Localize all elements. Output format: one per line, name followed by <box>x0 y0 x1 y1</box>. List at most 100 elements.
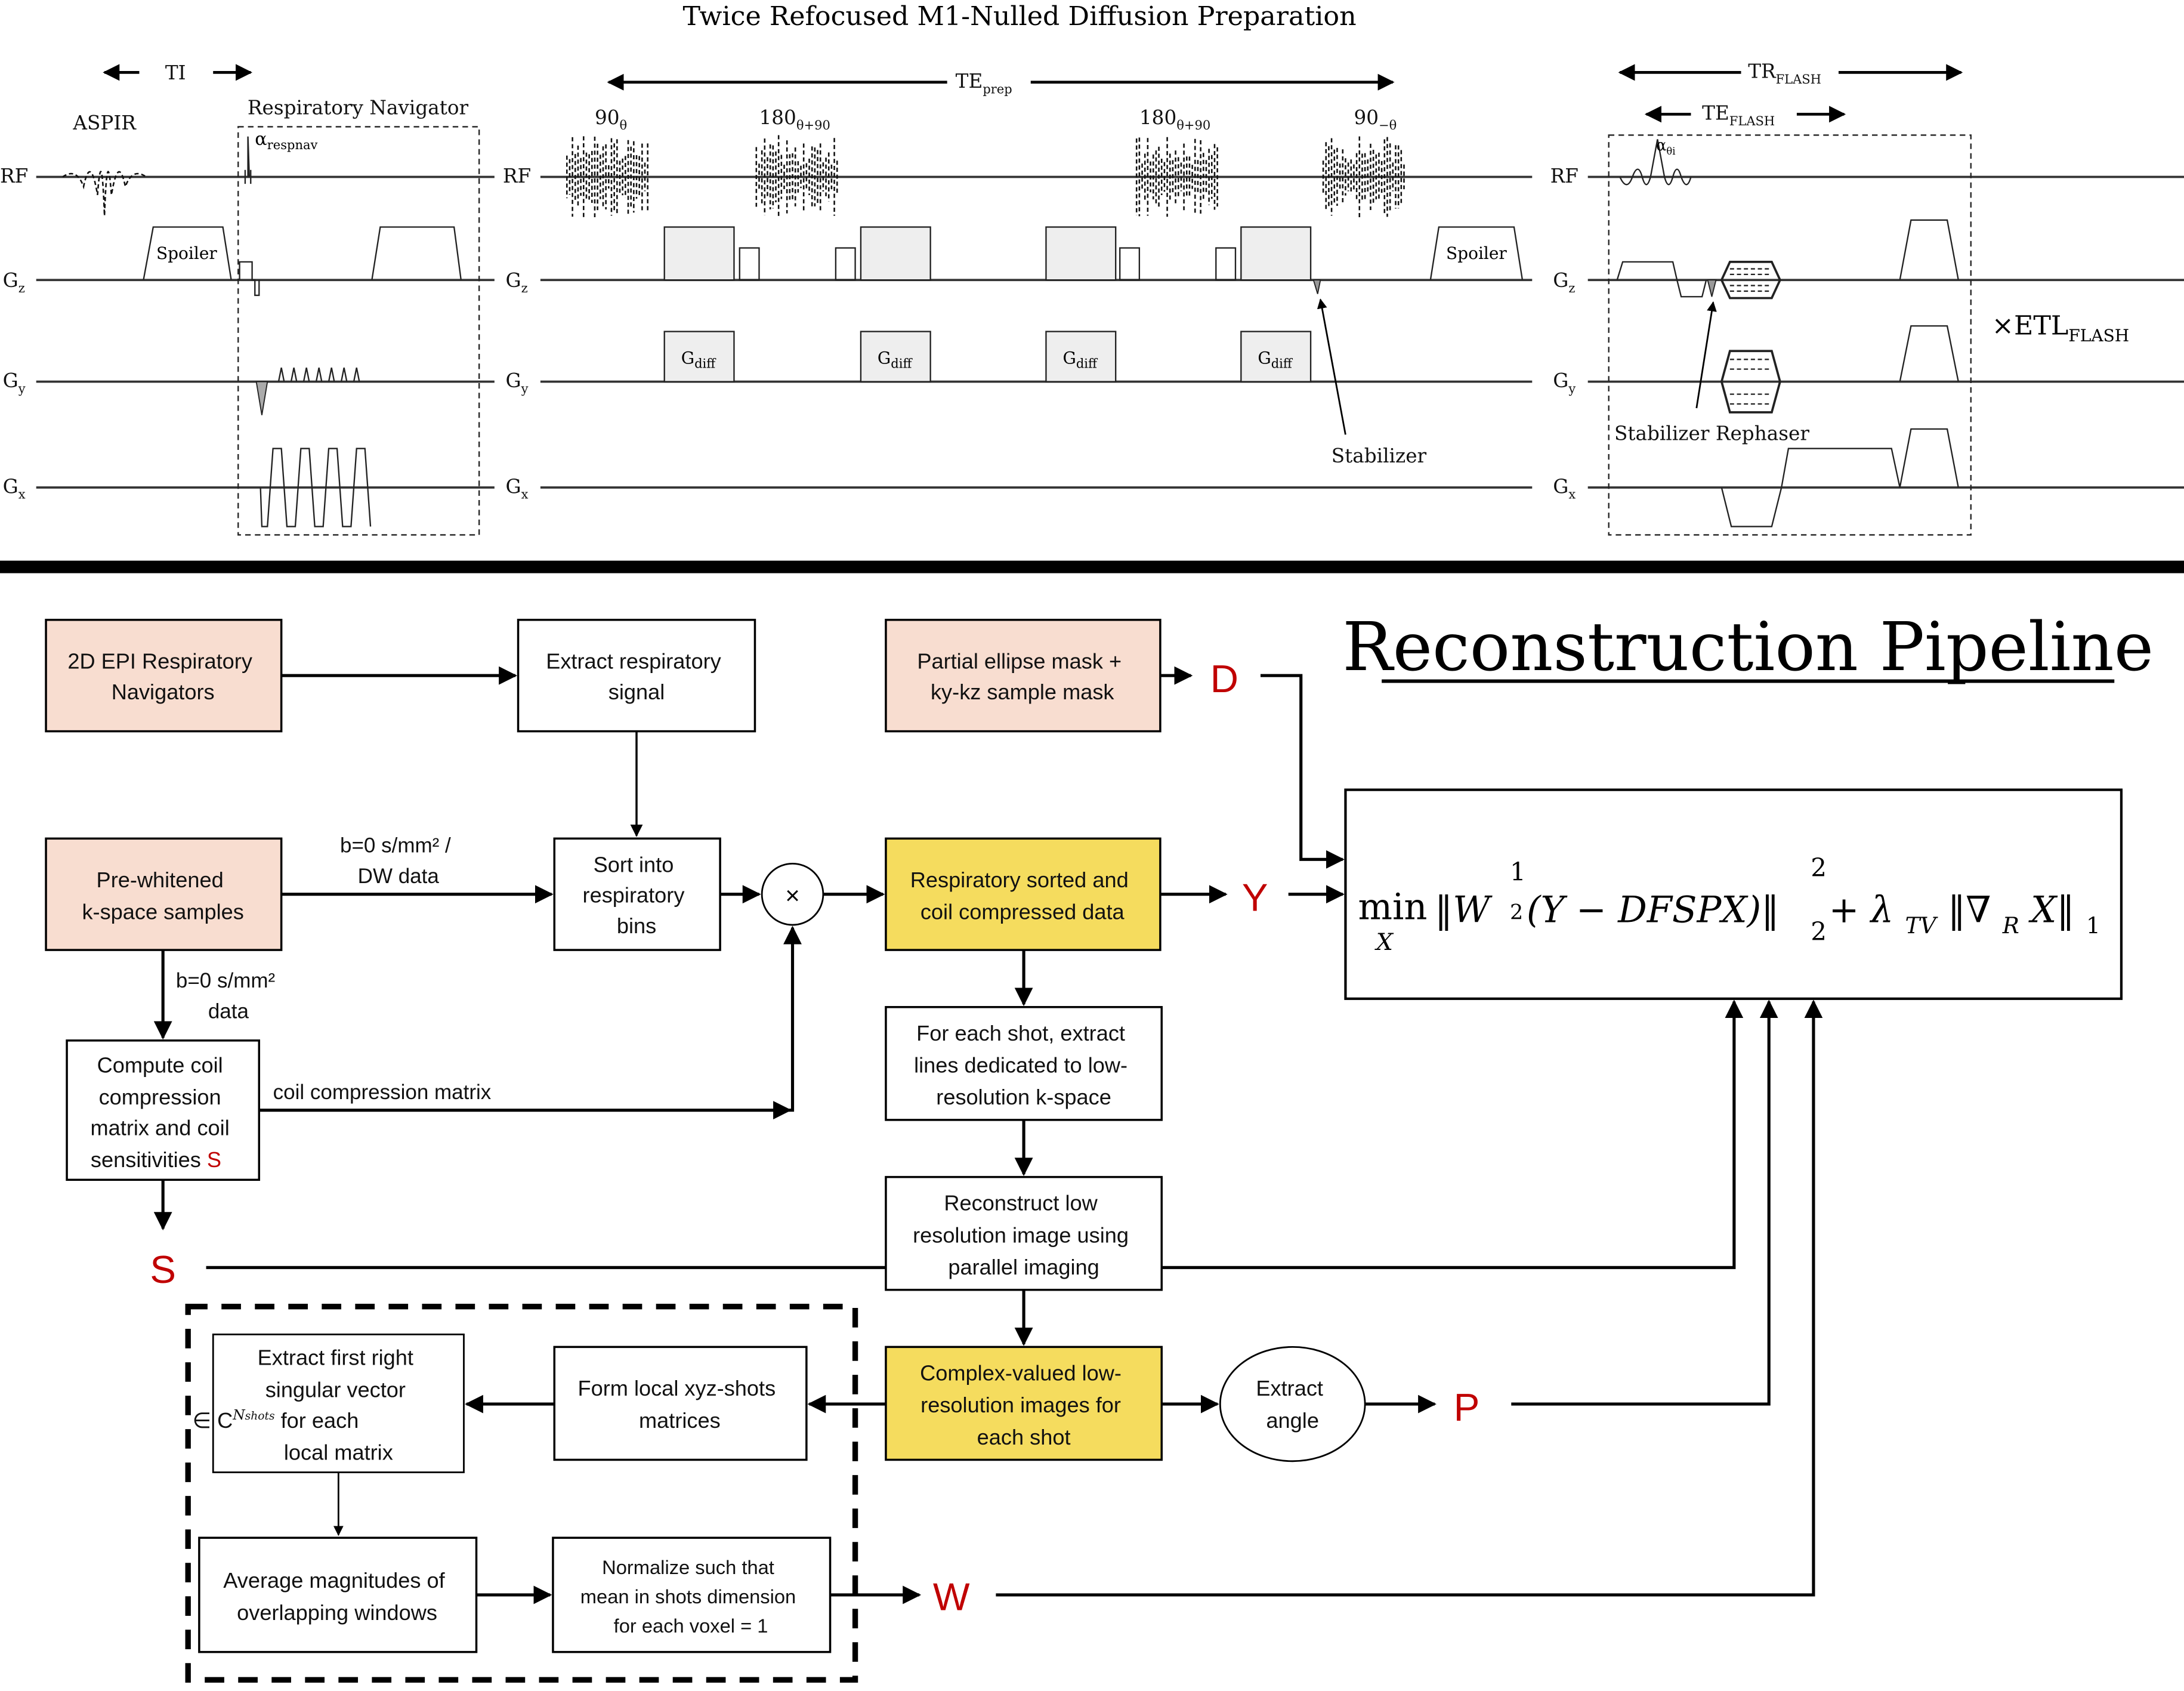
pulse-label-1: 90θ <box>595 106 627 132</box>
spoiler-label: Spoiler <box>156 243 217 263</box>
teprep-label: TEprep <box>956 70 1012 96</box>
box-reconstruct-low <box>885 1175 1163 1291</box>
axis-label-gy-3: Gy <box>1553 369 1576 396</box>
node-extract-angle-text: Extract angle <box>1256 1376 1329 1433</box>
axis-label-gx: Gx <box>3 475 26 501</box>
flash-gy-phase-encode <box>1720 350 1781 414</box>
box-complex-low-text: Complex-valued low- resolution images fo… <box>920 1360 1127 1449</box>
variable-d: D <box>1210 657 1238 701</box>
axis-label-gy-2: Gy <box>506 369 529 396</box>
box-normalize <box>552 1536 832 1653</box>
trflash-label: TRFLASH <box>1748 60 1821 87</box>
box-form-local <box>553 1346 808 1461</box>
panel3-axis-labels: RF Gz Gy Gx <box>1550 165 1578 502</box>
rf-pulses <box>566 135 1405 219</box>
crusher-gradient <box>371 226 462 280</box>
box-sort-bins <box>553 837 721 951</box>
variable-w: W <box>933 1575 970 1619</box>
objective-formula: min X ‖W 1 2 (Y − DFSPX)‖ 2 2 + λ TV ‖∇ … <box>1358 843 2100 959</box>
box-complex-low <box>885 1346 1163 1461</box>
respnav-pulse <box>244 136 252 184</box>
respnav-gz <box>239 261 260 297</box>
node-extract-angle <box>1219 1346 1366 1462</box>
axis-label-gz: Gz <box>3 269 25 295</box>
flash-gx-readout <box>1720 428 1959 527</box>
stabilizer-pointer <box>1317 298 1346 435</box>
rf-pulse-90-minus-theta <box>1322 136 1405 218</box>
box-normalize-text: Normalize such that mean in shots dimens… <box>580 1556 802 1637</box>
box-epi-navigators-text: 2D EPI Respiratory Navigators <box>67 649 258 704</box>
flash-gz-slice <box>1616 261 1707 298</box>
axis-label-gx-2: Gx <box>506 475 529 501</box>
gz-diffusion-gradients <box>663 226 1321 294</box>
stabilizer-rephaser-label: Stabilizer Rephaser <box>1614 422 1809 445</box>
gdiff-label-2: Gdiff <box>878 348 913 371</box>
panel2-axis-labels: RF Gz Gy Gx <box>503 165 531 502</box>
axis-label-rf-2: RF <box>503 165 531 187</box>
stabilizer-label: Stabilizer <box>1332 445 1427 467</box>
aspir-pulse <box>62 171 147 216</box>
flash-alpha: αθi <box>1656 137 1675 157</box>
connectors <box>153 666 1823 1604</box>
respnav-label: Respiratory Navigator <box>248 96 469 119</box>
box-mask-text: Partial ellipse mask + ky-kz sample mask <box>917 649 1127 704</box>
aspir-label: ASPIR <box>72 112 137 134</box>
box-extract-respiratory-text: Extract respiratory signal <box>546 649 727 704</box>
box-average-mag-text: Average magnitudes of overlapping window… <box>223 1568 450 1625</box>
teflash-label: TEFLASH <box>1702 102 1775 128</box>
ti-label: TI <box>165 61 186 84</box>
box-mask <box>885 619 1161 733</box>
flash-rf-pulse <box>1619 139 1692 186</box>
box-average-mag <box>198 1536 478 1653</box>
axis-label-rf: RF <box>0 165 28 187</box>
flash-gz-phase-encode <box>1720 261 1781 300</box>
flash-gy-spoiler <box>1899 325 1959 382</box>
box-coil-compression <box>66 1039 261 1181</box>
multiply-symbol: × <box>785 881 800 909</box>
rf-pulse-180-a <box>755 135 838 219</box>
edge-label-b0-data: b=0 s/mm² data <box>176 969 281 1023</box>
respnav-gy-blips <box>277 368 360 382</box>
box-coil-compression-text: Compute coil compression matrix and coil… <box>91 1053 236 1172</box>
pulse-label-2: 180θ+90 <box>759 106 830 132</box>
box-sort-bins-text: Sort into respiratory bins <box>583 852 691 938</box>
panel1-axis-labels: RF Gz Gy Gx <box>0 165 28 502</box>
edge-label-coil-matrix: coil compression matrix <box>273 1081 492 1104</box>
box-epi-navigators <box>45 619 283 733</box>
box-reconstruct-low-text: Reconstruct low resolution image using p… <box>913 1191 1135 1279</box>
rf-pulse-180-b <box>1135 137 1218 217</box>
etl-label: ×ETLFLASH <box>1992 310 2129 345</box>
box-extract-lines-text: For each shot, extract lines dedicated t… <box>914 1021 1133 1109</box>
box-prewhitened <box>45 837 283 951</box>
box-resp-sorted-text: Respiratory sorted and coil compressed d… <box>910 868 1135 924</box>
pulse-label-4: 90−θ <box>1354 106 1397 132</box>
respnav-alpha: αrespnav <box>255 129 317 152</box>
sequence-title: Twice Refocused M1-Nulled Diffusion Prep… <box>683 1 1357 32</box>
box-extract-lines <box>885 1006 1163 1121</box>
axis-label-rf-3: RF <box>1550 165 1578 187</box>
spoiler-gradient-2 <box>1429 226 1524 280</box>
respnav-gx-readout <box>260 448 372 527</box>
weights-dashed-region <box>185 1304 858 1683</box>
box-extract-svd-text: Extract first right singular vector ∈ CN… <box>193 1346 420 1465</box>
gdiff-label-3: Gdiff <box>1062 348 1098 371</box>
flash-stabilizer-rephaser <box>1707 279 1717 297</box>
flash-box <box>1608 134 1972 536</box>
rf-pulse-90-theta <box>566 136 648 218</box>
variable-p: P <box>1454 1385 1480 1429</box>
box-extract-respiratory <box>517 619 756 733</box>
spoiler-label-2: Spoiler <box>1446 243 1507 263</box>
spoiler-gradient <box>143 226 232 280</box>
box-prewhitened-text: Pre-whitened k-space samples <box>82 868 243 924</box>
axis-label-gx-3: Gx <box>1553 475 1576 501</box>
rephaser-pointer <box>1695 301 1717 409</box>
formula-box <box>1344 788 2123 1000</box>
variable-y: Y <box>1242 876 1268 919</box>
gy-diffusion-gradients <box>663 331 1312 382</box>
flash-gz-spoiler <box>1899 219 1959 280</box>
axis-label-gy: Gy <box>3 369 26 396</box>
pipeline-title: Reconstruction Pipeline <box>1342 609 2154 686</box>
pulse-label-3: 180θ+90 <box>1139 106 1210 132</box>
respnav-gy-prephaser <box>255 381 268 415</box>
